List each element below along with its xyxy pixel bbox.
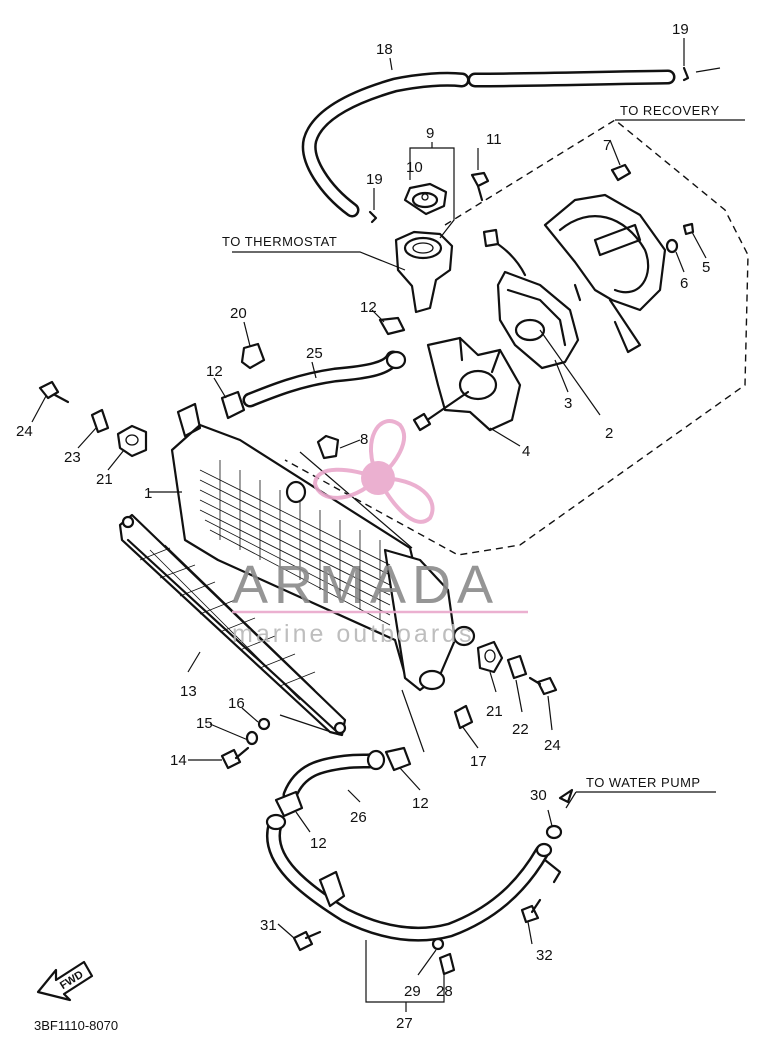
hose-clip-19-top	[682, 66, 721, 82]
drain-bolt-28	[438, 952, 456, 976]
hose-clamp-12-upper	[378, 316, 406, 336]
recovery-hose	[301, 69, 676, 218]
fan-shroud	[543, 193, 667, 354]
radiator-guard	[118, 513, 347, 737]
fan-motor	[482, 228, 580, 370]
label-7: 7	[603, 137, 611, 154]
watermark-brand: ARMADA	[232, 555, 499, 615]
label-27: 27	[396, 1015, 413, 1032]
leader-lines	[31, 38, 716, 1012]
water-pipe-27	[265, 813, 562, 942]
label-13: 13	[180, 683, 197, 700]
label-24-right: 24	[544, 737, 561, 754]
label-9: 9	[426, 125, 434, 142]
label-4: 4	[522, 443, 530, 460]
bolt-24-right	[528, 676, 558, 696]
note-to-thermostat: TO THERMOSTAT	[222, 234, 337, 249]
label-10: 10	[406, 159, 423, 176]
cap-20	[240, 342, 266, 370]
bolt-24-left	[38, 380, 70, 404]
part-numbers: 1 2 3 4 5 6 7 8 9 10 11 12 12 12 12 13 1…	[16, 21, 710, 1032]
label-28: 28	[436, 983, 453, 1000]
label-1: 1	[144, 485, 152, 502]
hose-26	[282, 749, 386, 803]
label-17: 17	[470, 753, 487, 770]
label-12-left: 12	[206, 363, 223, 380]
note-to-recovery: TO RECOVERY	[620, 103, 720, 118]
diagram-code: 3BF1110-8070	[34, 1018, 118, 1033]
clip-17	[453, 704, 474, 730]
label-25: 25	[306, 345, 323, 362]
hose-25	[242, 350, 407, 408]
watermark-tagline: marine outboards	[232, 620, 475, 648]
label-19-top: 19	[672, 21, 689, 38]
radiator-cap	[403, 182, 448, 216]
radiator	[170, 402, 476, 692]
grommet-21-left	[116, 424, 148, 458]
label-16: 16	[228, 695, 245, 712]
hose-clamp-12-left	[220, 390, 246, 420]
washer-15	[245, 730, 259, 746]
label-21-right: 21	[486, 703, 503, 720]
label-19-left: 19	[366, 171, 383, 188]
screw-7	[610, 163, 632, 182]
label-6: 6	[680, 275, 688, 292]
label-26: 26	[350, 809, 367, 826]
label-29: 29	[404, 983, 421, 1000]
label-8: 8	[360, 431, 368, 448]
label-14: 14	[170, 752, 187, 769]
label-12-lower-right: 12	[412, 795, 429, 812]
gasket-29	[431, 937, 445, 951]
propeller-logo-icon	[312, 419, 435, 524]
bolt-11	[470, 171, 490, 202]
grommet-21-right	[476, 640, 504, 674]
label-30: 30	[530, 787, 547, 804]
radiator-core-grid	[199, 460, 391, 626]
watermark: ARMADA marine outboards	[232, 419, 528, 648]
collar-23	[90, 408, 110, 434]
washer-6	[665, 238, 679, 254]
clip-8	[316, 434, 340, 460]
label-31: 31	[260, 917, 277, 934]
label-3: 3	[564, 395, 572, 412]
label-11: 11	[486, 131, 502, 148]
hose-clip-19-left	[368, 210, 378, 224]
bolt-31	[292, 930, 322, 952]
label-5: 5	[702, 259, 710, 276]
note-to-water-pump: TO WATER PUMP	[586, 775, 701, 790]
label-12-lower-left: 12	[310, 835, 327, 852]
filler-neck	[394, 230, 454, 314]
fwd-arrow-icon: FWD	[36, 960, 94, 1002]
label-23: 23	[64, 449, 81, 466]
label-15: 15	[196, 715, 213, 732]
screw-5	[682, 222, 695, 236]
label-2: 2	[605, 425, 613, 442]
fan-assembly-outline	[284, 119, 749, 556]
label-21-left: 21	[96, 471, 113, 488]
o-ring-30	[545, 824, 563, 840]
label-22: 22	[512, 721, 529, 738]
label-12-upper: 12	[360, 299, 377, 316]
bolt-32	[520, 898, 542, 924]
hose-clamp-12-lower-left	[274, 790, 304, 818]
collar-22	[506, 654, 528, 680]
guard-mesh	[139, 544, 316, 701]
fan-blade	[412, 336, 522, 432]
label-32: 32	[536, 947, 553, 964]
bolt-14	[220, 746, 250, 770]
label-24-left: 24	[16, 423, 33, 440]
label-18: 18	[376, 41, 393, 58]
label-20: 20	[230, 305, 247, 322]
hose-clamp-12-lower-right	[384, 746, 412, 772]
nut-16	[257, 717, 271, 731]
